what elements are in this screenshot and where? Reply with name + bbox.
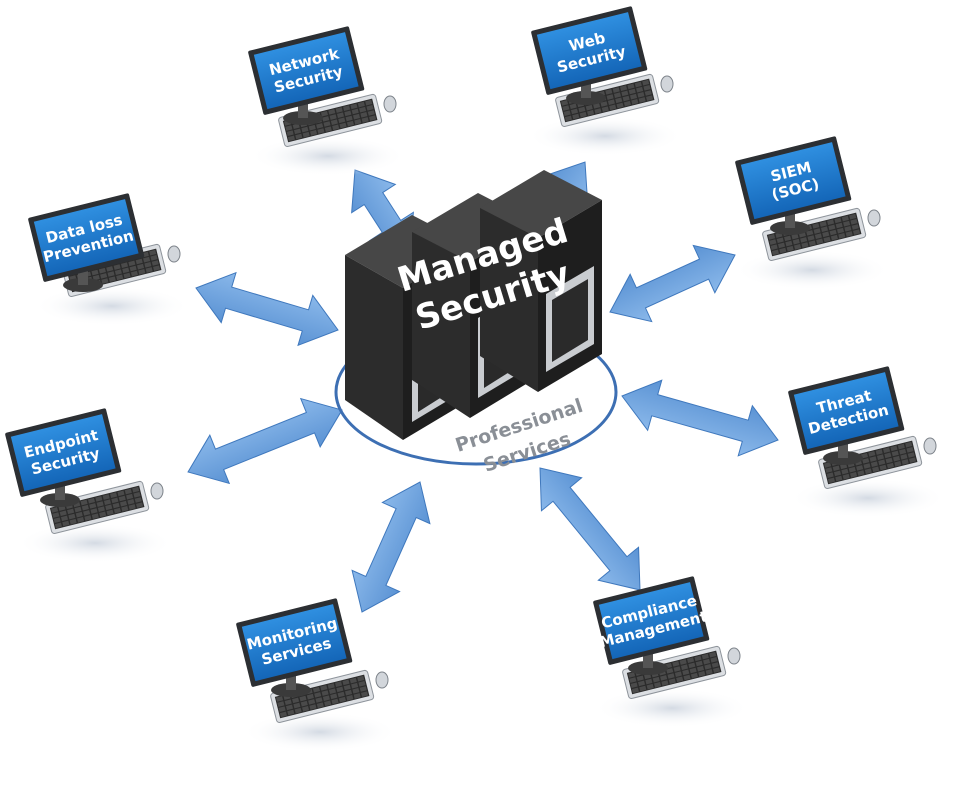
mouse-data-loss-prevention — [167, 245, 181, 263]
mouse-monitoring-services — [375, 671, 389, 689]
keyboard-monitoring-services — [270, 669, 375, 723]
keyboard-network-security — [278, 93, 383, 147]
mouse-web-security — [660, 75, 674, 93]
server-unit-right — [480, 170, 602, 392]
double-arrow-monitoring-services — [351, 481, 431, 613]
mouse-network-security — [383, 95, 397, 113]
mouse-endpoint-security — [150, 482, 164, 500]
arrow-layer — [187, 161, 779, 613]
mouse-threat-detection — [923, 437, 937, 455]
double-arrow-data-loss-prevention — [195, 271, 339, 347]
keyboard-endpoint-security — [45, 480, 150, 534]
double-arrow-compliance-management — [539, 467, 641, 591]
monitor-siem-soc: SIEM(SOC) — [735, 136, 852, 225]
double-arrow-siem-soc — [609, 244, 736, 323]
keyboard-siem-soc — [762, 207, 867, 261]
double-arrow-threat-detection — [621, 379, 779, 457]
mouse-compliance-management — [727, 647, 741, 665]
double-arrow-endpoint-security — [187, 397, 343, 485]
mouse-siem-soc — [867, 209, 881, 227]
computer-node-siem-soc: SIEM(SOC) — [734, 136, 890, 290]
keyboard-web-security — [555, 73, 660, 127]
server-hub: Managed Security — [345, 170, 602, 440]
